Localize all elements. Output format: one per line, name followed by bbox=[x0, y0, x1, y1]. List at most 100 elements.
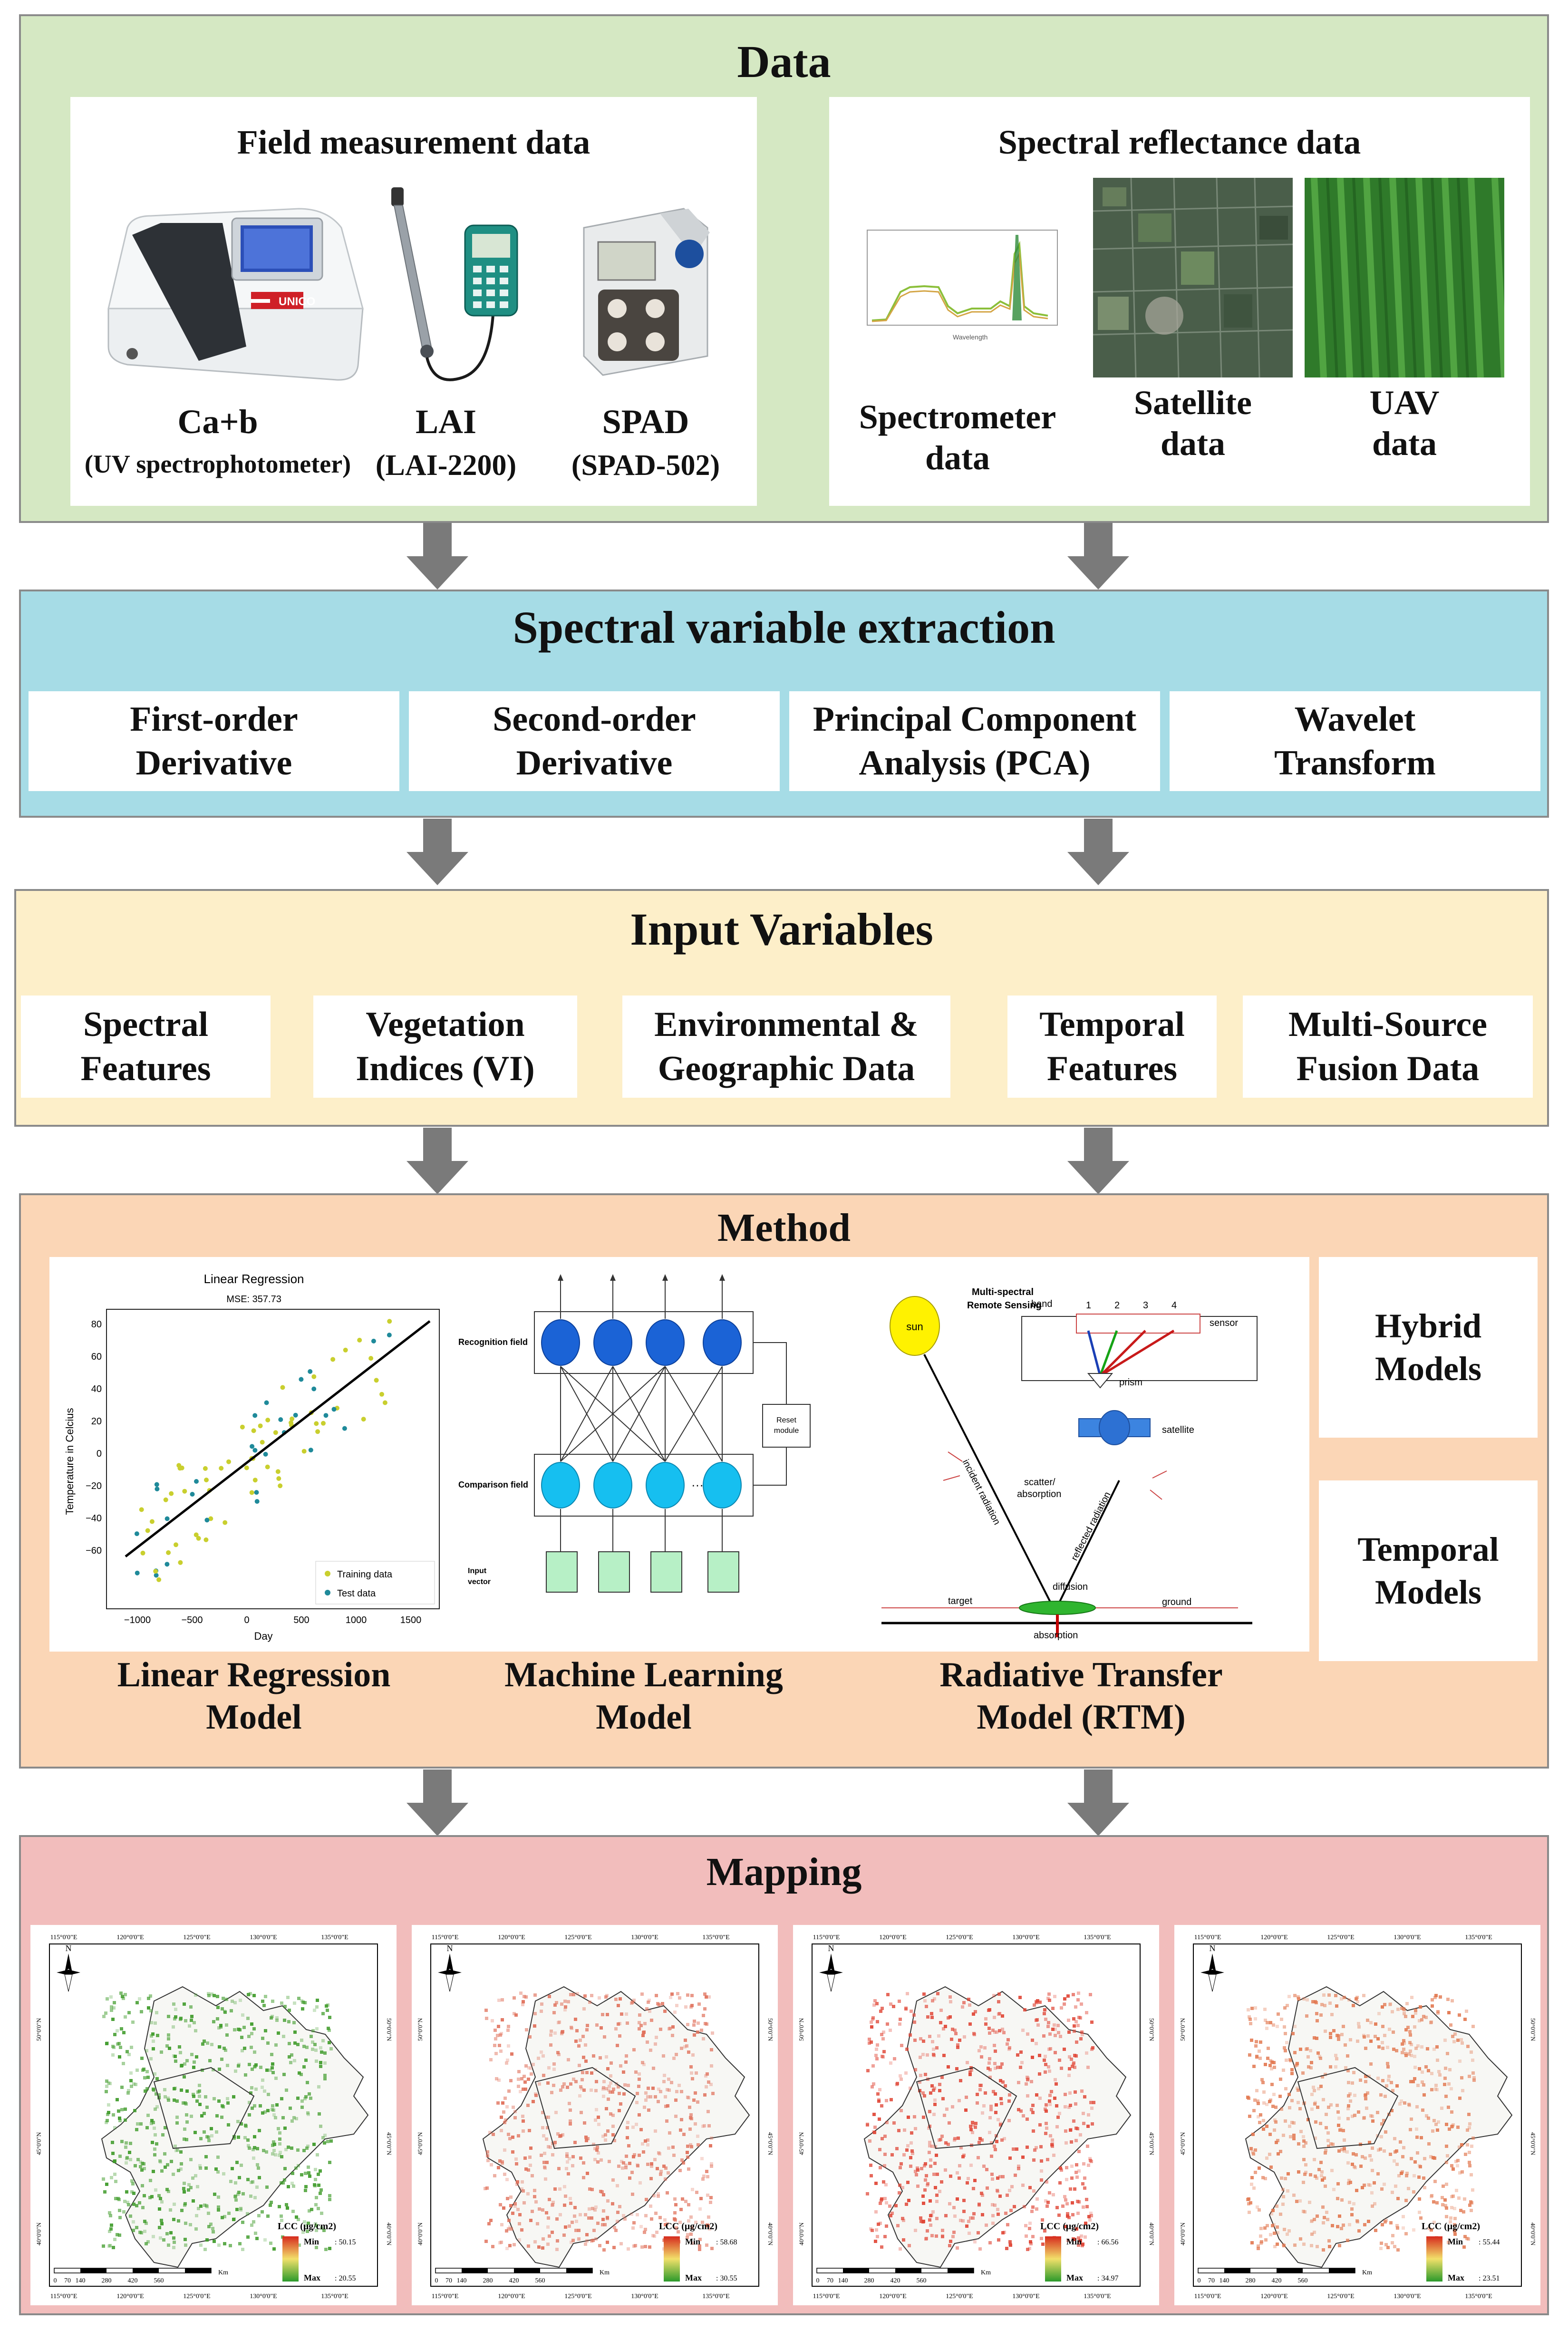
spectral-item-0: Spectrometer data bbox=[839, 396, 1076, 479]
spectral-reflectance-title: Spectral reflectance data bbox=[998, 123, 1361, 161]
scatter-point bbox=[371, 1338, 376, 1344]
north-arrow-icon bbox=[438, 1953, 462, 1992]
lon-label: 120°0'0"E bbox=[498, 1934, 525, 1941]
lr-legend-train: Training data bbox=[337, 1569, 393, 1580]
map-legend-title: LCC (μg/cm2) bbox=[1040, 2221, 1099, 2232]
lr-xtick: 1000 bbox=[346, 1615, 367, 1625]
scatter-point bbox=[314, 1421, 319, 1426]
extraction-item-2-line1: Principal Component bbox=[813, 699, 1137, 739]
lr-ylabel: Temperature in Celcius bbox=[64, 1408, 76, 1515]
scatter-point bbox=[249, 1490, 254, 1495]
scatter-point bbox=[260, 1440, 265, 1445]
machine-learning-label: Machine Learning Model bbox=[454, 1654, 834, 1739]
spad-meter-image bbox=[583, 208, 710, 376]
flow-arrow-icon bbox=[1067, 523, 1129, 590]
rtm-label-line1: Radiative Transfer bbox=[939, 1655, 1223, 1694]
spectral-item-2: UAV data bbox=[1305, 382, 1504, 464]
input-item-1-line1: Vegetation bbox=[366, 1005, 525, 1044]
input-item-1: Vegetation Indices (VI) bbox=[313, 996, 577, 1098]
map-legend-title: LCC (μg/cm2) bbox=[278, 2221, 336, 2232]
lon-label: 130°0'0"E bbox=[250, 1934, 277, 1941]
rtm-scatter-label: scatter/ bbox=[1024, 1477, 1055, 1488]
scatter-point bbox=[308, 1448, 313, 1453]
machine-learning-label-line2: Model bbox=[596, 1697, 692, 1737]
scatter-point bbox=[258, 1423, 263, 1429]
lr-xtick: 1500 bbox=[400, 1615, 422, 1625]
scale-unit: Km bbox=[981, 2269, 991, 2276]
lat-label: 45°0'0"N bbox=[1148, 2132, 1155, 2156]
ml-input-label-2: vector bbox=[468, 1578, 491, 1586]
lon-label: 120°0'0"E bbox=[498, 2293, 525, 2300]
lat-label: 50°0'0"N bbox=[35, 2018, 42, 2041]
map-color-ramp bbox=[282, 2236, 299, 2282]
scatter-point bbox=[135, 1570, 140, 1576]
map-min-value: : 58.68 bbox=[716, 2238, 737, 2246]
field-item-sub-0: (UV spectrophotometer) bbox=[84, 450, 351, 478]
scatter-point bbox=[156, 1577, 162, 1582]
lon-label: 130°0'0"E bbox=[1012, 2293, 1039, 2300]
scatter-point bbox=[265, 1464, 270, 1470]
lat-label: 50°0'0"N bbox=[1529, 2018, 1537, 2041]
lr-xlabel: Day bbox=[254, 1630, 272, 1642]
flow-arrow-icon bbox=[1067, 1128, 1129, 1194]
scale-tick: 280 bbox=[1246, 2277, 1256, 2284]
input-item-0-line1: Spectral bbox=[83, 1005, 209, 1044]
lat-label: 50°0'0"N bbox=[767, 2018, 774, 2041]
scatter-point bbox=[252, 1448, 258, 1453]
lat-label: 40°0'0"N bbox=[35, 2222, 42, 2245]
lon-label: 130°0'0"E bbox=[250, 2293, 277, 2300]
input-item-2-line2: Geographic Data bbox=[658, 1049, 915, 1088]
scale-tick: 140 bbox=[457, 2277, 467, 2284]
map-legend-title: LCC (μg/cm2) bbox=[1422, 2221, 1480, 2232]
ml-reset-label: Reset bbox=[776, 1416, 796, 1424]
map-min-value: : 66.56 bbox=[1097, 2238, 1118, 2246]
lon-label: 135°0'0"E bbox=[1465, 1934, 1492, 1941]
lat-label: 40°0'0"N bbox=[386, 2223, 393, 2246]
extraction-item-0-line1: First-order bbox=[130, 699, 298, 739]
scatter-point bbox=[278, 1483, 283, 1489]
scatter-point bbox=[315, 1429, 320, 1434]
rtm-reflected-label: reflected radiation bbox=[1069, 1490, 1113, 1563]
lr-ytick: 0 bbox=[97, 1449, 102, 1459]
map-max-label: Max bbox=[685, 2273, 702, 2282]
lon-label: 125°0'0"E bbox=[1327, 1934, 1354, 1941]
scatter-point bbox=[280, 1385, 285, 1390]
inputs-title: Input Variables bbox=[630, 904, 933, 955]
input-item-0: Spectral Features bbox=[21, 996, 271, 1098]
spectral-item-1-line1: Satellite bbox=[1134, 384, 1252, 422]
scale-unit: Km bbox=[218, 2269, 228, 2276]
scatter-point bbox=[250, 1444, 255, 1449]
scatter-point bbox=[134, 1531, 139, 1537]
spectrometer-plot: Wavelength bbox=[867, 230, 1058, 341]
spectral-reflectance-card: Spectral reflectance data Wavelength bbox=[829, 97, 1530, 506]
extraction-item-1: Second-order Derivative bbox=[409, 691, 780, 791]
map-scale-bar bbox=[435, 2268, 593, 2273]
field-measurement-title: Field measurement data bbox=[237, 123, 590, 161]
lr-legend-test: Test data bbox=[337, 1588, 376, 1599]
lon-label: 115°0'0"E bbox=[432, 1934, 459, 1941]
extraction-title: Spectral variable extraction bbox=[513, 602, 1055, 653]
lat-label: 40°0'0"N bbox=[1529, 2223, 1537, 2246]
field-measurement-card: Field measurement data UNICO bbox=[70, 97, 757, 506]
scatter-point bbox=[311, 1374, 317, 1379]
satellite-icon bbox=[1099, 1410, 1130, 1445]
extraction-item-2: Principal Component Analysis (PCA) bbox=[789, 691, 1160, 791]
lon-label: 125°0'0"E bbox=[946, 2293, 973, 2300]
lr-ytick: 80 bbox=[91, 1319, 102, 1330]
hybrid-models-line1: Hybrid bbox=[1374, 1307, 1482, 1345]
rtm-band-3: 3 bbox=[1143, 1300, 1148, 1311]
map-color-ramp bbox=[664, 2236, 680, 2282]
hybrid-models-box: Hybrid Models bbox=[1319, 1257, 1538, 1438]
field-item-name-2: SPAD bbox=[602, 403, 689, 441]
scatter-point bbox=[308, 1369, 313, 1374]
scatter-point bbox=[299, 1377, 304, 1382]
lon-label: 115°0'0"E bbox=[1194, 2293, 1221, 2300]
lat-label: 45°0'0"N bbox=[1179, 2132, 1186, 2155]
scatter-point bbox=[240, 1424, 245, 1430]
scale-tick: 280 bbox=[864, 2277, 874, 2284]
rtm-band-1: 1 bbox=[1086, 1300, 1091, 1311]
lat-label: 45°0'0"N bbox=[798, 2132, 805, 2155]
scatter-point bbox=[331, 1407, 337, 1412]
lon-label: 120°0'0"E bbox=[879, 1934, 906, 1941]
